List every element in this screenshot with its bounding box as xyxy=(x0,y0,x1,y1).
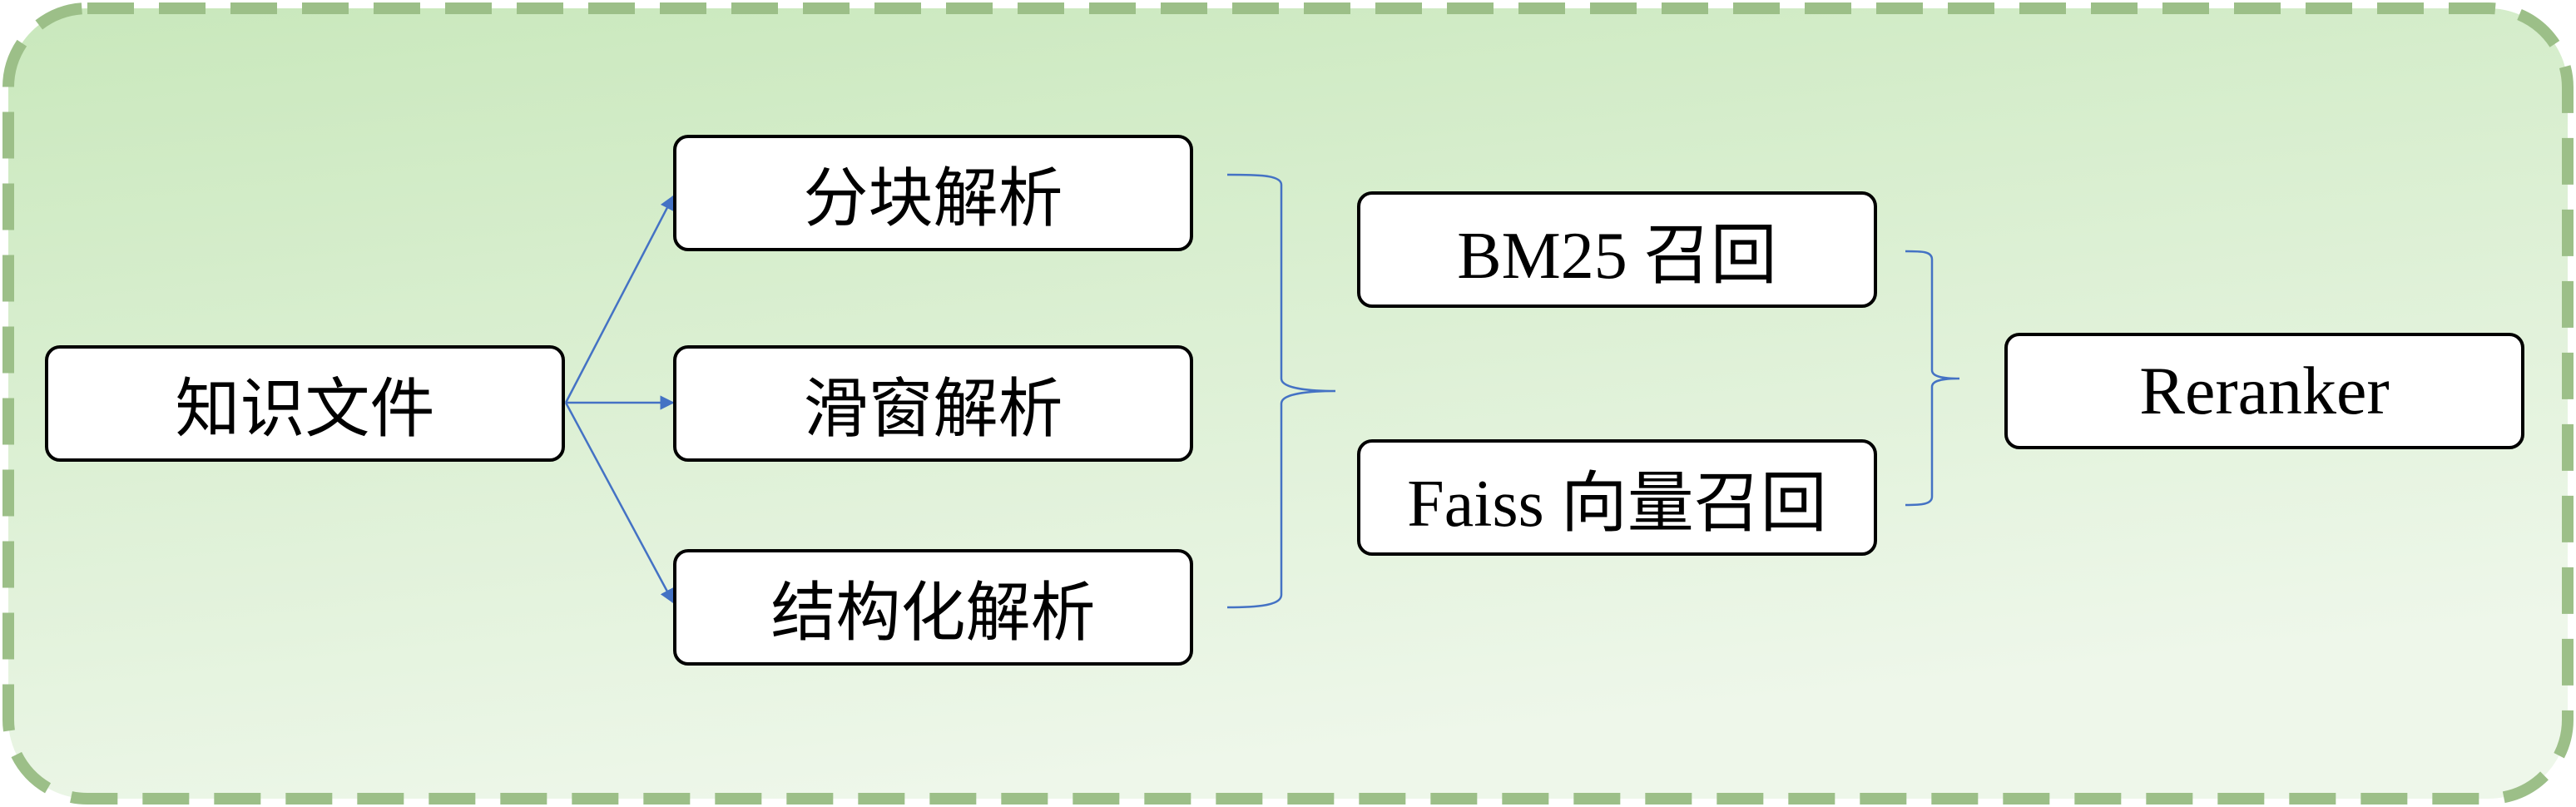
chunk-parse-node: 分块解析 xyxy=(673,135,1193,251)
sliding-window-parse-node: 滑窗解析 xyxy=(673,345,1193,462)
faiss-vector-recall-node: Faiss 向量召回 xyxy=(1357,439,1877,556)
reranker-node: Reranker xyxy=(2004,333,2524,449)
structured-parse-node: 结构化解析 xyxy=(673,549,1193,666)
knowledge-file-node: 知识文件 xyxy=(45,345,565,462)
bm25-recall-node: BM25 召回 xyxy=(1357,191,1877,308)
